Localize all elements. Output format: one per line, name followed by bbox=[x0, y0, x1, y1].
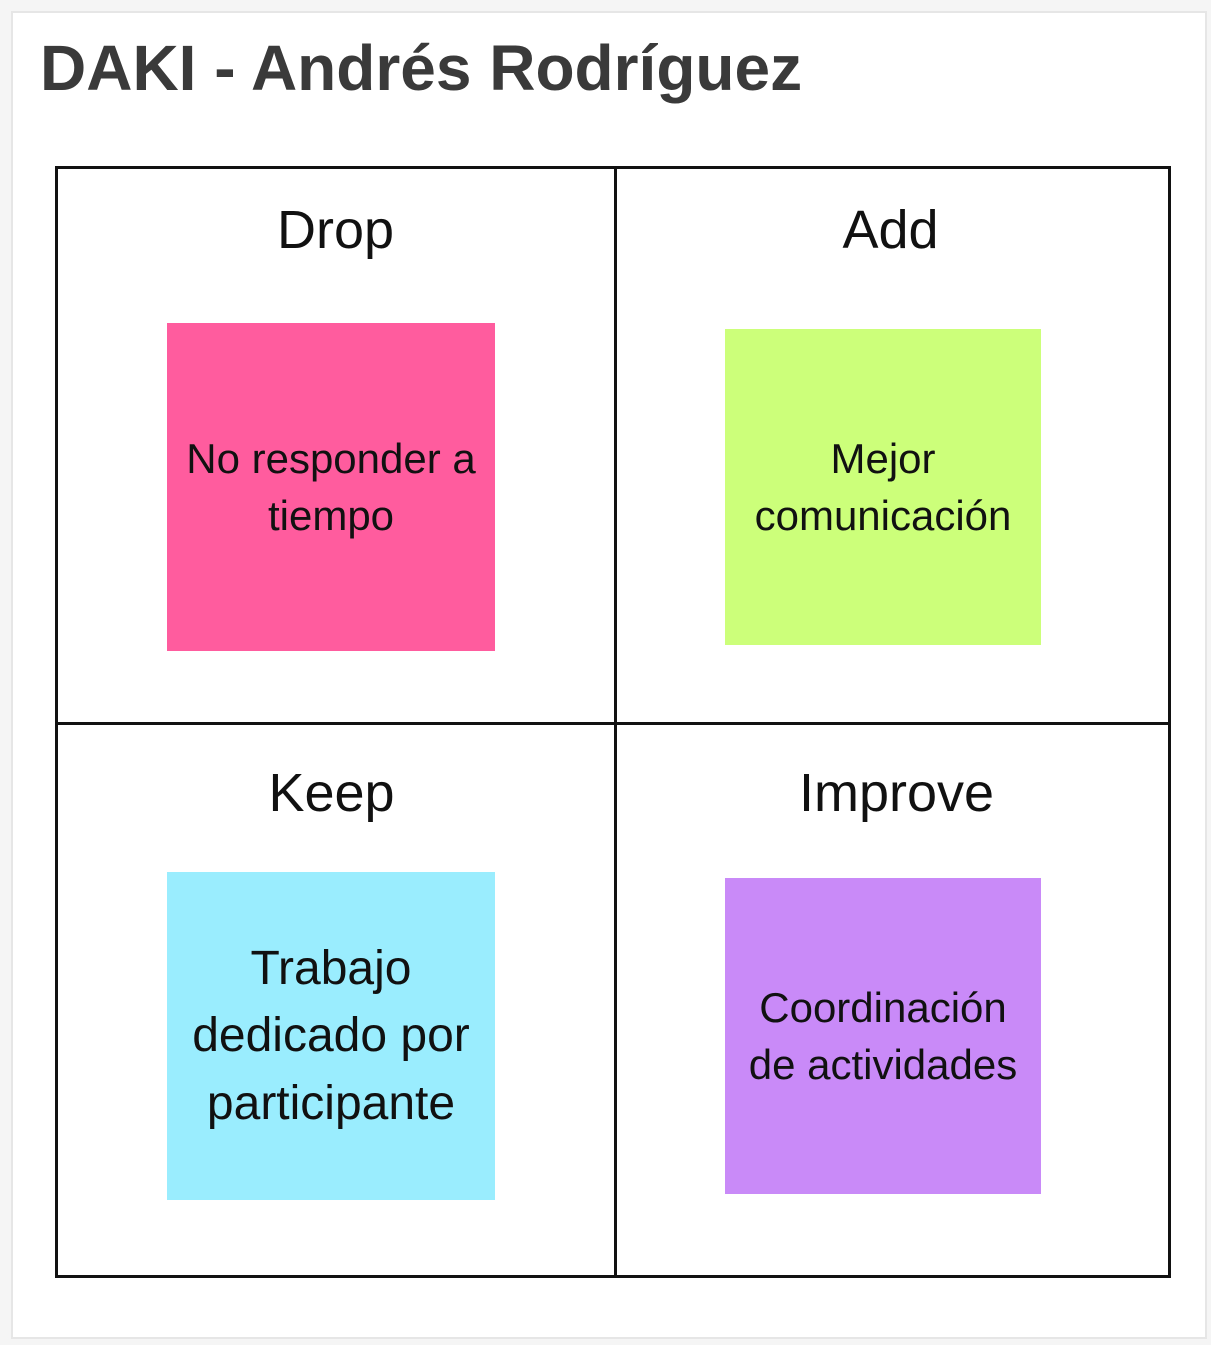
daki-grid bbox=[55, 166, 1171, 1278]
sticky-note-improve[interactable]: Coordinación de actividades bbox=[725, 878, 1041, 1194]
quadrant-label-keep: Keep bbox=[268, 763, 395, 823]
sticky-note-text: Trabajo dedicado por participante bbox=[192, 942, 470, 1130]
board-title: DAKI - Andrés Rodríguez bbox=[40, 32, 803, 104]
sticky-note-text: Mejor comunicación bbox=[754, 434, 1012, 539]
sticky-note-text: Coordinación de actividades bbox=[748, 983, 1018, 1088]
quadrant-label-add: Add bbox=[842, 200, 939, 260]
quadrant-label-improve: Improve bbox=[798, 763, 995, 823]
sticky-note-keep[interactable]: Trabajo dedicado por participante bbox=[167, 872, 495, 1200]
sticky-note-drop[interactable]: No responder a tiempo bbox=[167, 323, 495, 651]
quadrant-label-drop: Drop bbox=[276, 200, 395, 260]
grid-horizontal-divider bbox=[58, 722, 1168, 725]
sticky-note-add[interactable]: Mejor comunicación bbox=[725, 329, 1041, 645]
sticky-note-text: No responder a tiempo bbox=[186, 434, 476, 539]
